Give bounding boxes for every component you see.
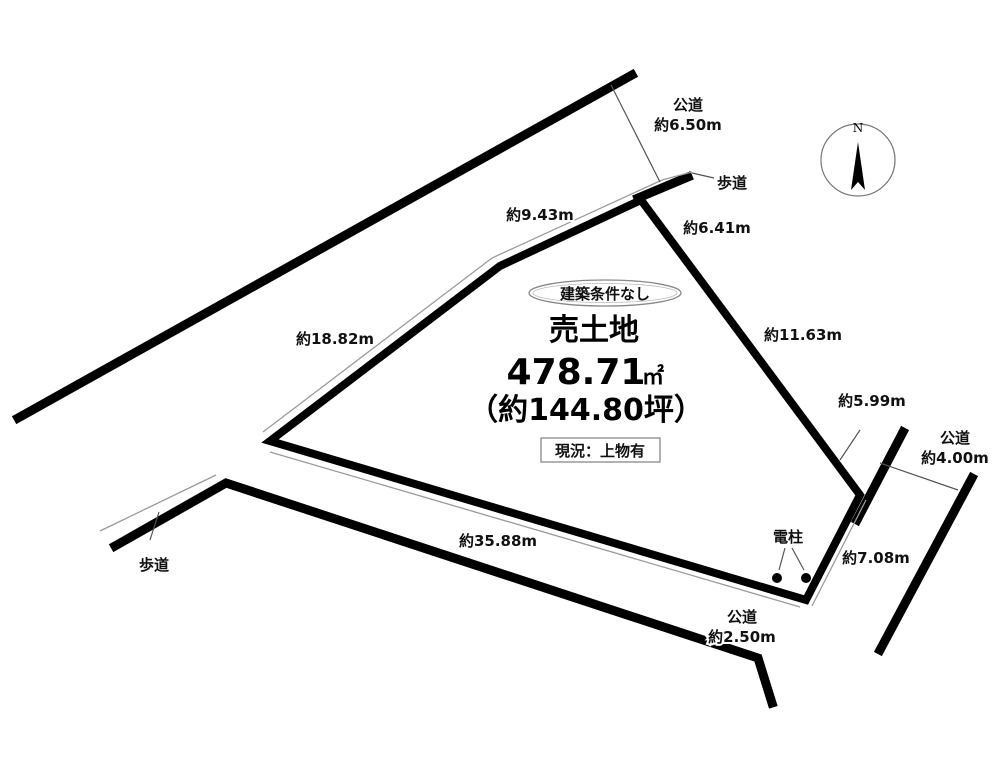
south-sidewalk-line <box>269 451 801 608</box>
pole-leader-1 <box>778 547 786 571</box>
north-road-edge <box>11 68 639 425</box>
dim-left: 約18.82m <box>296 330 374 348</box>
badge-outline <box>528 279 682 307</box>
dim-top-right: 約6.41m <box>683 219 751 237</box>
lot-area-unit: ㎡ <box>642 364 664 390</box>
lot-info: 建築条件なし 売土地 478.71 ㎡ （約144.80坪） 現況：上物有 <box>468 279 704 463</box>
lot-area-tsubo: （約144.80坪） <box>468 393 704 428</box>
compass-label: N <box>853 121 864 135</box>
dim-right: 約11.63m <box>764 326 842 344</box>
north-sidewalk-line <box>262 171 693 433</box>
west-sidewalk-label: 歩道 <box>139 556 169 574</box>
listing-heading: 売土地 <box>549 313 639 348</box>
corner-dim-line <box>839 429 861 461</box>
lot-area-value: 478.71 <box>507 352 646 393</box>
dim-bottom: 約35.88m <box>459 532 537 550</box>
east-road-outer-edge <box>873 471 979 657</box>
building-condition-badge: 建築条件なし <box>560 285 650 303</box>
south-road-width: 約2.50m <box>708 628 776 646</box>
north-road-corner-edge <box>632 171 694 204</box>
east-road-width-line <box>879 462 959 491</box>
south-road-edge <box>108 478 778 709</box>
pole-leader-2 <box>791 547 805 571</box>
north-road-width-line <box>610 84 661 183</box>
dim-corner: 約5.99m <box>838 392 906 410</box>
north-road-name: 公道 <box>673 96 703 114</box>
north-sidewalk-label: 歩道 <box>717 174 747 192</box>
current-status: 現況：上物有 <box>555 442 645 460</box>
status-box <box>540 437 661 463</box>
sidewalk-leader-line <box>691 172 715 179</box>
east-road-name: 公道 <box>940 429 970 447</box>
east-lot-offset-line <box>811 499 867 607</box>
utility-pole-label: 電柱 <box>773 528 803 546</box>
utility-pole-2 <box>801 573 811 583</box>
dim-top: 約9.43m <box>506 206 574 224</box>
utility-pole-1 <box>772 573 782 583</box>
badge-inner-outline <box>532 283 678 303</box>
north-road-width: 約6.50m <box>654 116 722 134</box>
south-road-name: 公道 <box>727 608 757 626</box>
dim-bottom-right: 約7.08m <box>842 549 910 567</box>
north-compass: N <box>820 121 896 197</box>
west-sidewalk-line <box>99 474 217 532</box>
lot-boundary <box>261 194 865 605</box>
east-road-inner-edge <box>850 425 910 527</box>
west-sidewalk-leader <box>149 511 160 541</box>
compass-ring <box>820 123 896 197</box>
north-arrow-icon <box>851 142 865 190</box>
east-road-width: 約4.00m <box>921 449 989 467</box>
